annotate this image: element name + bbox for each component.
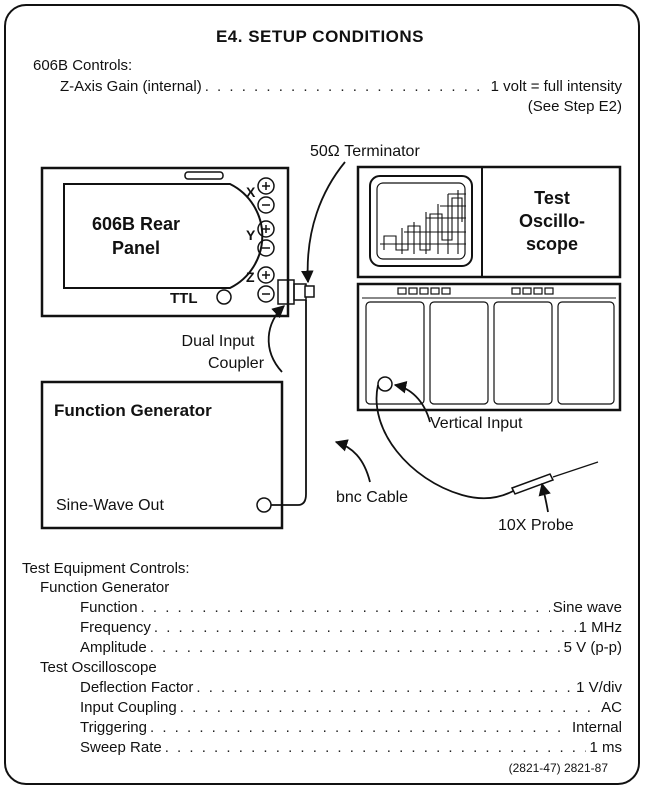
coupler-label-2: Coupler xyxy=(208,355,265,372)
sine-out-label: Sine-Wave Out xyxy=(56,497,164,514)
bnc-cable xyxy=(271,300,307,506)
probe-arrow xyxy=(538,482,551,513)
bnc-cable-arrow xyxy=(334,439,371,483)
fg-frequency-label: Frequency xyxy=(80,619,151,636)
osc-row-triggering: Triggering Internal xyxy=(80,720,622,735)
probe-label: 10X Probe xyxy=(498,517,574,534)
leader-dots xyxy=(150,640,561,655)
sine-out-connector xyxy=(256,497,272,513)
coupler-label-1: Dual Input xyxy=(182,333,255,350)
probe xyxy=(510,461,599,495)
z-axis-label: Z-Axis Gain (internal) xyxy=(60,78,202,95)
crt-waveform xyxy=(380,190,466,254)
fg-row-amplitude: Amplitude 5 V (p-p) xyxy=(80,640,622,655)
osc-deflection-label: Deflection Factor xyxy=(80,679,194,696)
setup-diagram: 606B Rear Panel X Y Z TTL 50Ω Terminator… xyxy=(40,143,622,534)
terminator-arrow xyxy=(301,161,346,284)
leader-dots xyxy=(196,680,573,695)
function-generator-box: Function Generator Sine-Wave Out xyxy=(40,380,284,530)
leader-dots xyxy=(165,740,587,755)
fg-amplitude-label: Amplitude xyxy=(80,639,147,656)
function-generator-label: Function Generator xyxy=(54,401,212,420)
fg-frequency-value: 1 MHz xyxy=(578,619,622,636)
x-port-label: X xyxy=(246,184,256,200)
leader-dots xyxy=(180,700,598,715)
dual-input-coupler xyxy=(277,279,315,305)
fg-function-value: Sine wave xyxy=(552,599,622,616)
rear-panel: 606B Rear Panel X Y Z TTL xyxy=(40,166,290,318)
bnc-cable-label: bnc Cable xyxy=(336,489,408,506)
leader-dots xyxy=(150,720,569,735)
vertical-input-connector xyxy=(377,376,393,392)
osc-triggering-value: Internal xyxy=(571,719,622,736)
page-frame xyxy=(4,4,640,785)
osc-deflection-value: 1 V/div xyxy=(576,679,622,696)
y-port-label: Y xyxy=(246,227,256,243)
equipment-heading: Test Equipment Controls: xyxy=(22,560,190,577)
osc-triggering-label: Triggering xyxy=(80,719,147,736)
z-port-label: Z xyxy=(246,269,255,285)
rear-panel-label-2: Panel xyxy=(112,238,160,258)
fg-row-function: Function Sine wave xyxy=(80,600,622,615)
figure-number: (2821-47) 2821-87 xyxy=(508,761,608,775)
leader-dots xyxy=(154,620,576,635)
page-title: E4. SETUP CONDITIONS xyxy=(215,27,425,46)
ttl-label: TTL xyxy=(170,290,198,307)
test-oscilloscope: Test Oscillo- scope xyxy=(356,165,622,412)
vertical-input-arrow xyxy=(393,381,431,423)
fg-function-label: Function xyxy=(80,599,138,616)
oscilloscope-heading: Test Oscilloscope xyxy=(40,659,157,676)
scope-label-2: Oscillo- xyxy=(519,211,585,231)
z-axis-value: 1 volt = full intensity xyxy=(490,78,622,95)
osc-sweep-value: 1 ms xyxy=(589,739,622,756)
probe-cable xyxy=(375,384,516,500)
vertical-input-label: Vertical Input xyxy=(430,415,523,432)
ttl-connector xyxy=(216,289,232,305)
terminator-label: 50Ω Terminator xyxy=(310,143,420,160)
coupler-arrow xyxy=(267,305,285,373)
osc-sweep-label: Sweep Rate xyxy=(80,739,162,756)
rear-panel-label-1: 606B Rear xyxy=(92,214,180,234)
osc-coupling-label: Input Coupling xyxy=(80,699,177,716)
osc-row-coupling: Input Coupling AC xyxy=(80,700,622,715)
controls-heading: 606B Controls: xyxy=(33,57,133,74)
function-generator-heading: Function Generator xyxy=(40,579,170,596)
scope-label-3: scope xyxy=(526,234,578,254)
z-axis-note: (See Step E2) xyxy=(527,98,622,115)
leader-dots xyxy=(141,600,550,615)
scope-label-1: Test xyxy=(534,188,570,208)
osc-coupling-value: AC xyxy=(601,699,622,716)
osc-row-deflection: Deflection Factor 1 V/div xyxy=(80,680,622,695)
fg-amplitude-value: 5 V (p-p) xyxy=(563,639,622,656)
osc-row-sweep: Sweep Rate 1 ms xyxy=(80,740,622,755)
fg-row-frequency: Frequency 1 MHz xyxy=(80,620,622,635)
z-axis-row: Z-Axis Gain (internal) 1 volt = full int… xyxy=(60,79,622,94)
